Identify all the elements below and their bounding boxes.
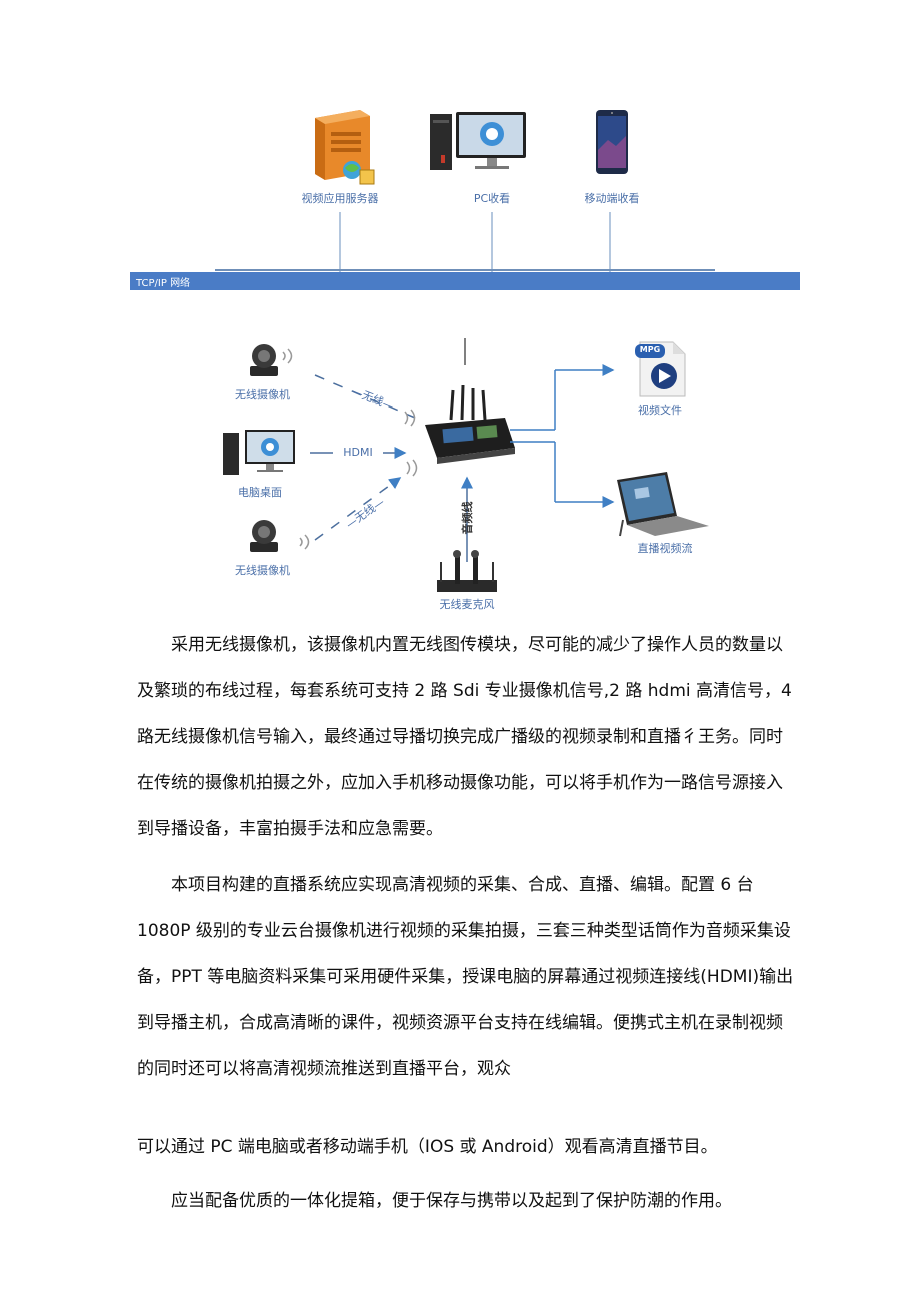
node-label-server: 视频应用服务器: [290, 190, 390, 206]
node-label-mobile: 移动端收看: [562, 190, 662, 206]
input-label-pc: 电脑桌面: [215, 484, 305, 500]
tablet-laptop-icon: [617, 472, 709, 536]
output-label-video-file: 视频文件: [620, 402, 700, 418]
ptz-camera-icon: [250, 344, 292, 376]
paragraph-1: 采用无线摄像机，该摄像机内置无线图传模块，尽可能的减少了操作人员的数量以及繁琐的…: [137, 622, 799, 852]
desktop-pc-icon: [430, 112, 526, 170]
ptz-camera-icon: [250, 520, 309, 552]
output-label-live-stream: 直播视频流: [620, 540, 710, 556]
input-label-camera-bottom: 无线摄像机: [215, 562, 310, 578]
server-icon: [315, 110, 374, 184]
production-diagram: 无线摄像机 —无线— 电脑桌面 HDMI 无线摄像机 —无线— 音频线 无线麦克…: [215, 330, 725, 615]
paragraph-3-text: 可以通过 PC 端电脑或者移动端手机（IOS 或 Android）观看高清直播节…: [137, 1137, 718, 1157]
smartphone-icon: [596, 110, 628, 174]
paragraph-4: 应当配备优质的一体化提箱，便于保存与携带以及起到了保护防潮的作用。: [137, 1178, 799, 1224]
link-label-hdmi: HDMI: [333, 446, 383, 459]
audio-label: 无线麦克风: [415, 596, 519, 612]
network-bus-bar: TCP/IP 网络: [130, 272, 800, 290]
desktop-pc-icon: [223, 430, 295, 475]
node-label-pc: PC收看: [442, 190, 542, 206]
paragraph-2: 本项目构建的直播系统应实现高清视频的采集、合成、直播、编辑。配置 6 台 108…: [137, 862, 799, 1092]
broadcast-director-icon: [425, 385, 515, 464]
audio-link-label: 音频线: [459, 500, 475, 536]
paragraph-2-text: 本项目构建的直播系统应实现高清视频的采集、合成、直播、编辑。配置 6 台 108…: [137, 875, 793, 1079]
paragraph-1-text: 采用无线摄像机，该摄像机内置无线图传模块，尽可能的减少了操作人员的数量以及繁琐的…: [137, 635, 792, 839]
network-bus-label: TCP/IP 网络: [136, 274, 190, 289]
network-diagram: 视频应用服务器 PC收看 移动端收看 TCP/IP 网络: [130, 100, 800, 295]
mpg-badge-text: MPG: [635, 345, 665, 354]
paragraph-4-text: 应当配备优质的一体化提箱，便于保存与携带以及起到了保护防潮的作用。: [171, 1191, 732, 1211]
input-label-camera-top: 无线摄像机: [215, 386, 310, 402]
paragraph-3: 可以通过 PC 端电脑或者移动端手机（IOS 或 Android）观看高清直播节…: [137, 1124, 799, 1170]
